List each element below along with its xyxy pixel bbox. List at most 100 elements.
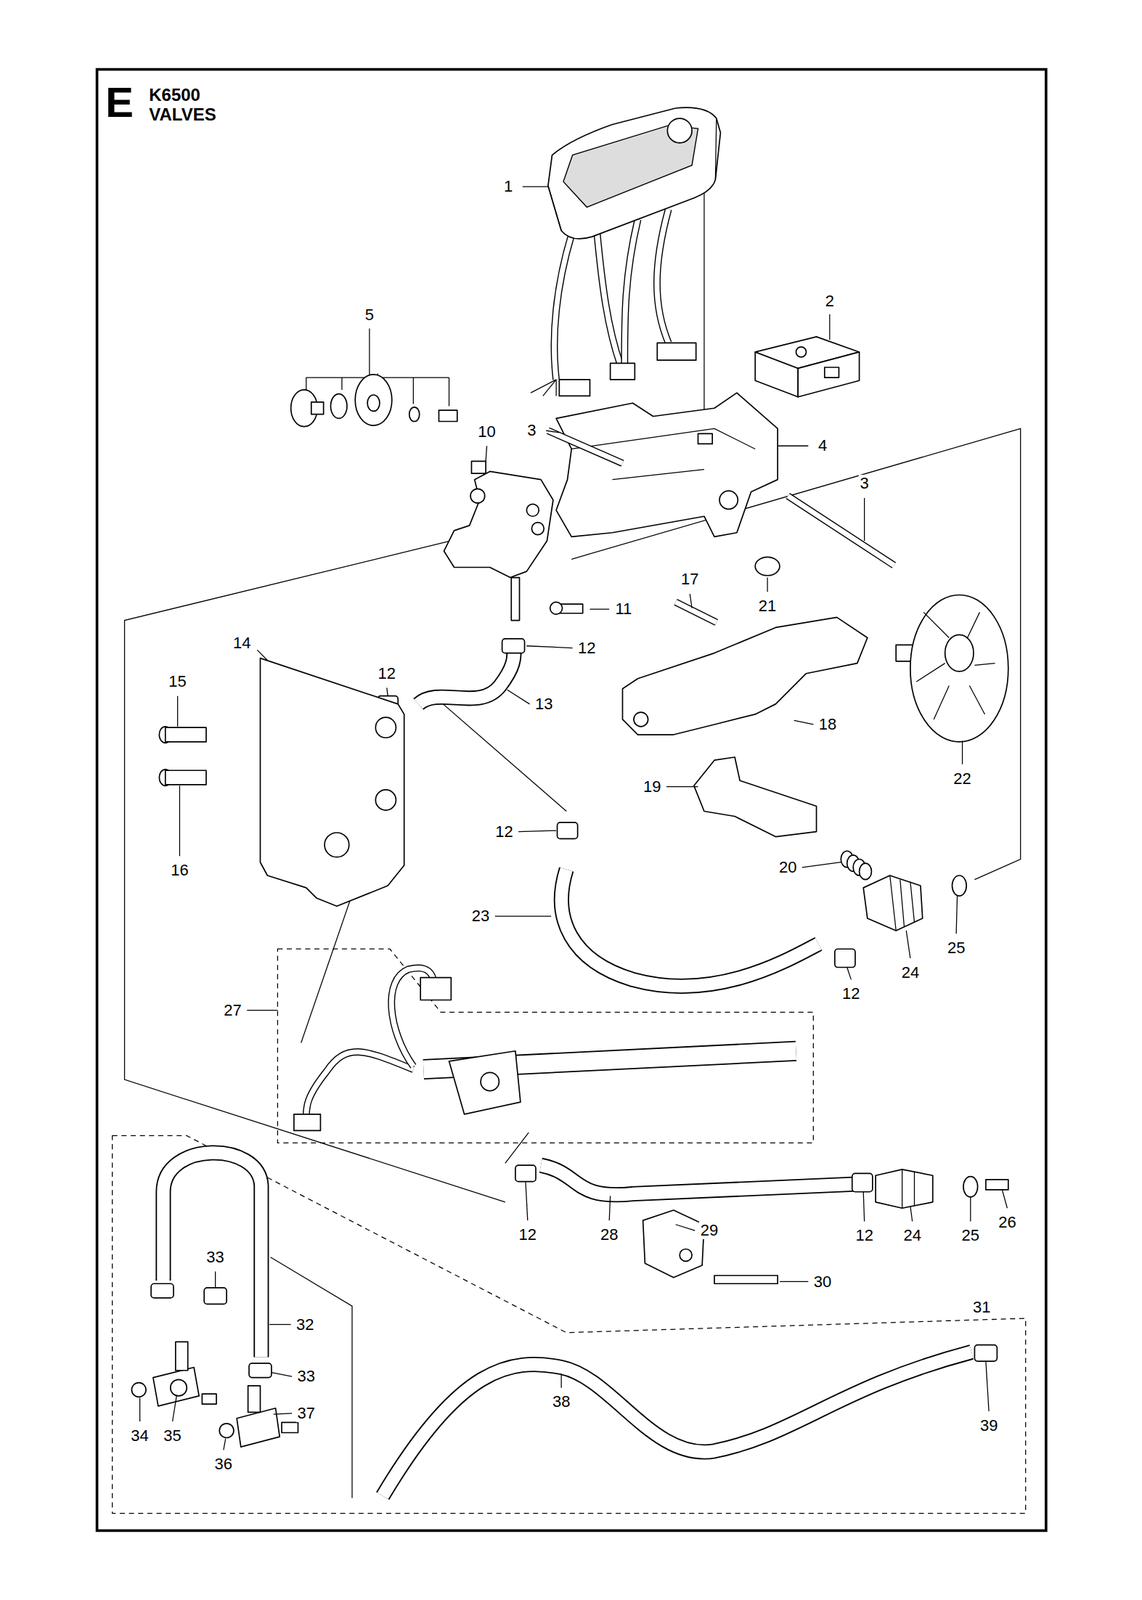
hose-clamps — [151, 1283, 174, 1299]
fittings — [714, 1275, 778, 1284]
wire-harness — [306, 1051, 414, 1118]
leader-line — [590, 609, 610, 610]
callout-number: 19 — [641, 778, 663, 796]
leader-lines — [140, 186, 1008, 1450]
switch-unit — [795, 347, 806, 358]
dashed-groups — [112, 948, 1026, 1513]
callout-number: 10 — [476, 423, 497, 441]
fittings — [643, 1210, 705, 1278]
callout-number: 21 — [757, 597, 778, 615]
handle-cover — [530, 107, 721, 396]
leader-line — [485, 445, 487, 462]
callout-number: 35 — [161, 1427, 183, 1445]
handle-cover — [657, 342, 696, 361]
switch-unit — [755, 352, 798, 398]
leader-line — [271, 1372, 292, 1378]
callout-number: 26 — [996, 1213, 1018, 1232]
leader-line — [177, 696, 178, 727]
cover-plate — [324, 832, 350, 858]
pins — [675, 601, 717, 623]
pins — [548, 430, 895, 623]
cover-plate — [375, 717, 396, 738]
leader-line — [561, 1373, 562, 1389]
hose-clamps — [834, 948, 856, 968]
handle-cover — [596, 232, 621, 366]
leader-line — [522, 186, 549, 188]
fittings — [875, 1169, 933, 1209]
fittings — [863, 875, 923, 931]
valve-body — [444, 461, 583, 621]
switch-unit — [824, 367, 840, 378]
wire-harness — [449, 1051, 521, 1115]
pins — [548, 430, 623, 464]
cover-plate — [375, 789, 396, 811]
handle-cover — [559, 379, 590, 396]
leader-line — [172, 1396, 178, 1422]
callout-number: 22 — [951, 769, 973, 787]
fittings — [985, 1179, 1009, 1190]
t-fittings — [248, 1385, 261, 1413]
assembly-lines — [124, 124, 1021, 1498]
switch-unit — [755, 336, 859, 398]
cover-plate — [165, 727, 207, 742]
cover-plate — [165, 770, 207, 785]
assembly-lines — [301, 879, 358, 1044]
assembly-lines — [433, 696, 567, 812]
callout-number: 20 — [777, 858, 798, 877]
valve-body — [531, 522, 544, 536]
valve-wheel — [895, 594, 1009, 742]
leader-line — [675, 1224, 696, 1231]
valve-body — [471, 461, 486, 474]
valve-body — [444, 471, 554, 578]
hoses — [382, 1351, 972, 1496]
pins — [548, 430, 623, 464]
cover-plate — [158, 658, 404, 907]
leader-line — [545, 430, 560, 433]
fittings — [963, 1176, 978, 1198]
pins — [787, 495, 894, 566]
handle-cover — [548, 107, 721, 239]
callout-number: 12 — [493, 823, 515, 841]
leader-line — [1001, 1189, 1007, 1209]
fittings — [643, 875, 1009, 1284]
t-fittings — [201, 1393, 217, 1405]
callout-number: 33 — [295, 1367, 316, 1386]
hoses — [418, 644, 515, 705]
valve-wheel — [910, 594, 1009, 742]
callout-number: 5 — [363, 306, 376, 324]
leader-line — [829, 314, 830, 340]
handle-cover — [657, 209, 669, 343]
t-fittings — [131, 1341, 298, 1447]
valve-knob-set — [367, 394, 380, 411]
hose-clamps — [852, 1173, 873, 1192]
valve-knob-set — [438, 410, 457, 422]
leader-line — [518, 830, 557, 832]
callout-number: 3 — [858, 474, 871, 493]
valve-bracket — [556, 392, 778, 537]
leader-line — [689, 593, 692, 609]
pins — [675, 601, 717, 623]
callout-number: 1 — [502, 177, 515, 196]
callout-number: 14 — [231, 634, 252, 652]
leader-line — [223, 1438, 226, 1450]
callout-number: 30 — [812, 1272, 833, 1291]
hose-clamps — [974, 1345, 997, 1362]
callout-number: 15 — [166, 673, 188, 691]
cover-plate — [259, 658, 404, 907]
callout-number: 12 — [517, 1226, 538, 1244]
hoses — [540, 1165, 866, 1195]
callout-number: 23 — [470, 907, 491, 925]
leader-line — [802, 862, 841, 868]
callout-number: 12 — [576, 639, 597, 658]
handle-cover — [610, 363, 636, 379]
callout-number: 4 — [816, 437, 829, 455]
callout-number: 25 — [945, 939, 967, 957]
hose-clamps — [557, 822, 578, 839]
leader-line — [779, 1281, 809, 1283]
hose-clamps — [204, 1287, 227, 1304]
diagram-title: K6500 VALVES — [148, 85, 229, 125]
leader-line — [794, 720, 814, 725]
handle-cover — [548, 118, 717, 231]
valve-knob-set — [291, 328, 458, 427]
callout-number: 3 — [525, 421, 538, 440]
